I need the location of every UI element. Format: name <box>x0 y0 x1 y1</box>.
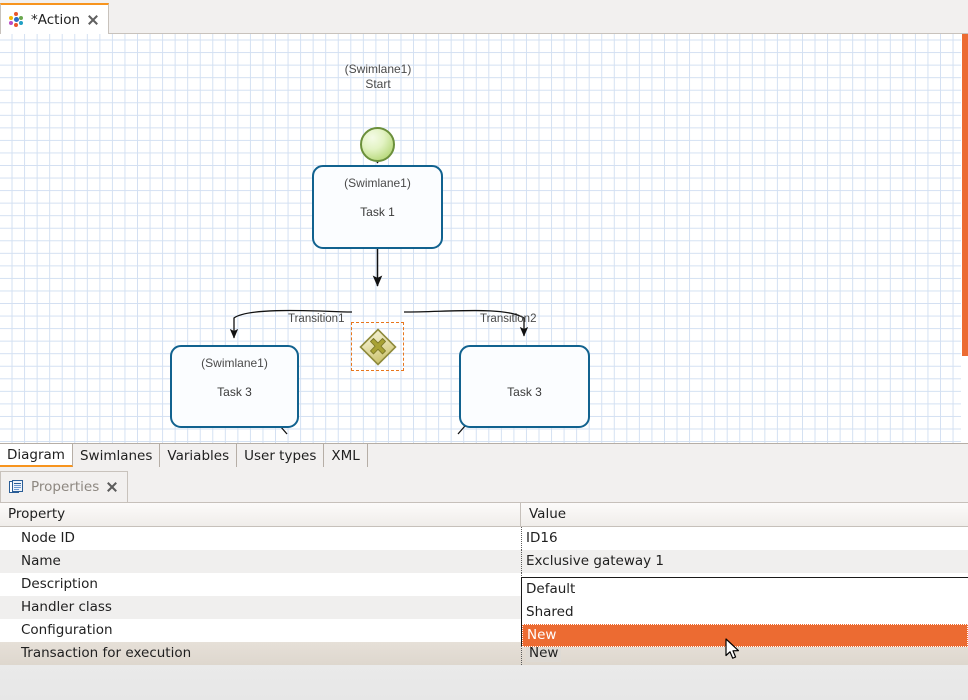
action-icon <box>9 12 24 27</box>
left-task3-swimlane-label: (Swimlane1) <box>201 356 268 370</box>
start-node-label: Start <box>365 77 391 91</box>
row-property-configuration: Configuration <box>21 622 113 638</box>
editor-tab-bar: *Action <box>0 0 968 34</box>
dropdown-option-default[interactable]: Default <box>526 581 576 597</box>
table-row[interactable]: Node ID ID16 <box>0 527 968 550</box>
properties-view-tab-bar: Properties <box>0 467 968 502</box>
canvas-scrollbar-thumb[interactable] <box>962 34 968 356</box>
editor-tab-label: *Action <box>31 11 81 28</box>
tab-xml[interactable]: XML <box>324 444 368 467</box>
canvas-grid <box>0 34 962 443</box>
exclusive-gateway-node[interactable] <box>351 322 404 371</box>
task1-swimlane-label: (Swimlane1) <box>344 176 411 190</box>
task-node-right-task3[interactable]: Task 3 <box>459 345 590 428</box>
dropdown-option-new[interactable]: New <box>522 624 968 647</box>
left-task3-name-label: Task 3 <box>217 385 252 399</box>
properties-table-header: Property Value <box>0 503 968 527</box>
row-property-node-id: Node ID <box>21 530 75 546</box>
transition-label-2: Transition2 <box>480 313 537 325</box>
task-node-left-task3[interactable]: (Swimlane1) Task 3 <box>170 345 299 428</box>
gateway-diamond-icon <box>358 327 397 366</box>
row-property-handler-class: Handler class <box>21 599 112 615</box>
tab-variables[interactable]: Variables <box>160 444 238 467</box>
row-value-name[interactable]: Exclusive gateway 1 <box>521 550 968 573</box>
row-property-name: Name <box>21 553 61 569</box>
start-event-node[interactable] <box>360 127 395 162</box>
dropdown-option-shared[interactable]: Shared <box>526 604 574 620</box>
close-icon[interactable] <box>87 14 99 26</box>
properties-view-tab[interactable]: Properties <box>0 471 129 502</box>
row-property-description: Description <box>21 576 98 592</box>
right-task3-name-label: Task 3 <box>507 385 542 399</box>
column-header-value[interactable]: Value <box>529 506 567 522</box>
tab-diagram[interactable]: Diagram <box>0 444 73 467</box>
properties-view-tab-label: Properties <box>31 479 100 495</box>
table-row[interactable]: Name Exclusive gateway 1 <box>0 550 968 573</box>
editor-tab-action[interactable]: *Action <box>0 3 110 34</box>
properties-icon <box>9 480 24 494</box>
task-node-task1[interactable]: (Swimlane1) Task 1 <box>312 165 443 249</box>
transition-label-1: Transition1 <box>288 313 345 325</box>
row-property-transaction-for-execution: Transaction for execution <box>21 645 192 661</box>
row-value-transaction-text: New <box>526 644 562 662</box>
tab-user-types[interactable]: User types <box>237 444 325 467</box>
editor-bottom-tab-bar: Diagram Swimlanes Variables User types X… <box>0 443 968 467</box>
row-value-transaction-for-execution[interactable]: New <box>521 642 968 665</box>
start-node-swimlane-label: (Swimlane1) <box>344 62 412 76</box>
diagram-canvas[interactable]: (Swimlane1) Start (Swimlane1) Task 1 Tra… <box>0 34 968 443</box>
tab-swimlanes[interactable]: Swimlanes <box>72 444 161 467</box>
close-icon[interactable] <box>106 481 118 493</box>
canvas-vertical-scrollbar[interactable] <box>961 34 968 443</box>
row-value-node-id[interactable]: ID16 <box>521 527 968 550</box>
task1-name-label: Task 1 <box>360 205 395 219</box>
column-header-property[interactable]: Property <box>0 503 521 526</box>
transaction-combo-dropdown[interactable]: Default Shared New <box>521 577 968 647</box>
